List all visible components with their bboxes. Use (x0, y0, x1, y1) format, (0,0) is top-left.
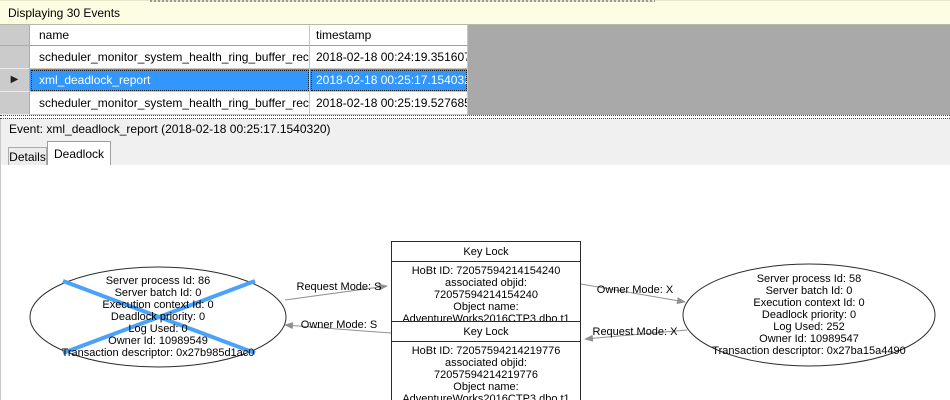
victim-process-id: Server process Id: 86 (105, 275, 211, 287)
events-count-label: Displaying 30 Events (8, 5, 121, 20)
events-grid: name timestamp scheduler_monitor_system_… (0, 25, 950, 115)
current-row-arrow-icon: ▶ (10, 74, 19, 85)
cell-timestamp[interactable]: 2018-02-18 00:25:17.1540320 (310, 69, 468, 92)
cell-name[interactable]: xml_deadlock_report (30, 69, 310, 92)
table-row[interactable]: scheduler_monitor_system_health_ring_buf… (0, 46, 468, 69)
process-survivor-details: Server process Id: 58 Server batch Id: 0… (712, 273, 905, 357)
survivor-batch-id: Server batch Id: 0 (765, 285, 853, 297)
column-header-name[interactable]: name (30, 25, 310, 46)
cell-name[interactable]: scheduler_monitor_system_health_ring_buf… (30, 46, 310, 69)
table-row-selected[interactable]: ▶ xml_deadlock_report 2018-02-18 00:25:1… (0, 69, 468, 92)
cell-name[interactable]: scheduler_monitor_system_health_ring_buf… (30, 92, 310, 115)
keylock-top-hobt: HoBt ID: 72057594214154240 (411, 265, 561, 277)
top-splitter-remnant (150, 0, 655, 2)
edge-label-owner-s: Owner Mode: S (300, 319, 378, 331)
keylock-bottom-details: HoBt ID: 72057594214219776 associated ob… (392, 342, 580, 400)
edge-label-request-s: Request Mode: S (296, 281, 382, 293)
detail-tab-strip: Details Deadlock (0, 139, 950, 165)
row-indicator (0, 92, 30, 115)
keylock-bottom-objname: Object name: AdventureWorks2016CTP3.dbo.… (402, 381, 570, 400)
edge-label-owner-x: Owner Mode: X (596, 284, 674, 296)
survivor-process-id: Server process Id: 58 (756, 273, 862, 285)
deadlock-graph-canvas (29, 263, 936, 368)
column-header-timestamp[interactable]: timestamp (310, 25, 468, 46)
survivor-exec-context: Execution context Id: 0 (753, 297, 865, 309)
keylock-bottom-hobt: HoBt ID: 72057594214219776 (411, 345, 561, 357)
edge-owner-s-line (284, 322, 392, 334)
victim-transaction-descriptor: Transaction descriptor: 0x27b985d1ac0 (61, 347, 255, 359)
victim-log-used: Log Used: 0 (128, 323, 188, 335)
cell-timestamp[interactable]: 2018-02-18 00:25:19.5276859 (310, 92, 468, 115)
tab-deadlock-label: Deadlock (53, 146, 105, 161)
row-indicator (0, 46, 30, 69)
edge-owner-x-line (580, 283, 686, 305)
horizontal-splitter[interactable] (0, 115, 950, 119)
deadlock-graph-pane: Server process Id: 86 Server batch Id: 0… (0, 165, 950, 400)
keylock-bottom-objid: associated objid: 72057594214219776 (433, 357, 538, 381)
tab-deadlock[interactable]: Deadlock (47, 141, 111, 165)
process-victim-details: Server process Id: 86 Server batch Id: 0… (62, 275, 255, 359)
victim-batch-id: Server batch Id: 0 (114, 287, 202, 299)
edge-request-s-line (284, 283, 388, 301)
resource-node-keylock-bottom[interactable]: Key Lock HoBt ID: 72057594214219776 asso… (391, 321, 581, 400)
row-indicator: ▶ (0, 69, 30, 92)
victim-owner-id: Owner Id: 10989549 (108, 335, 208, 347)
keylock-bottom-title: Key Lock (392, 322, 580, 342)
victim-exec-context: Execution context Id: 0 (102, 299, 214, 311)
event-title-bar: Event: xml_deadlock_report (2018-02-18 0… (0, 119, 950, 139)
grid-corner-cell (0, 25, 30, 46)
grid-header-row: name timestamp (0, 25, 468, 46)
edge-label-request-x: Request Mode: X (592, 326, 678, 338)
victim-cross-line-2 (62, 279, 256, 355)
tab-details[interactable]: Details (8, 147, 47, 165)
table-row[interactable]: scheduler_monitor_system_health_ring_buf… (0, 92, 468, 115)
event-title-label: Event: xml_deadlock_report (2018-02-18 0… (9, 122, 331, 136)
survivor-log-used: Log Used: 252 (773, 321, 845, 333)
tab-details-label: Details (9, 149, 46, 164)
victim-deadlock-priority: Deadlock priority: 0 (110, 311, 206, 323)
process-node-ellipse[interactable] (682, 263, 936, 367)
survivor-deadlock-priority: Deadlock priority: 0 (761, 309, 857, 321)
survivor-transaction-descriptor: Transaction descriptor: 0x27ba15a4490 (712, 345, 906, 357)
survivor-owner-id: Owner Id: 10989547 (759, 333, 859, 345)
events-grid-table: name timestamp scheduler_monitor_system_… (0, 25, 468, 115)
cell-timestamp[interactable]: 2018-02-18 00:24:19.3516078 (310, 46, 468, 69)
edge-request-x-line (584, 329, 688, 342)
keylock-top-objid: associated objid: 72057594214154240 (433, 277, 538, 301)
events-count-bar: Displaying 30 Events (0, 0, 950, 25)
keylock-top-title: Key Lock (392, 242, 580, 262)
